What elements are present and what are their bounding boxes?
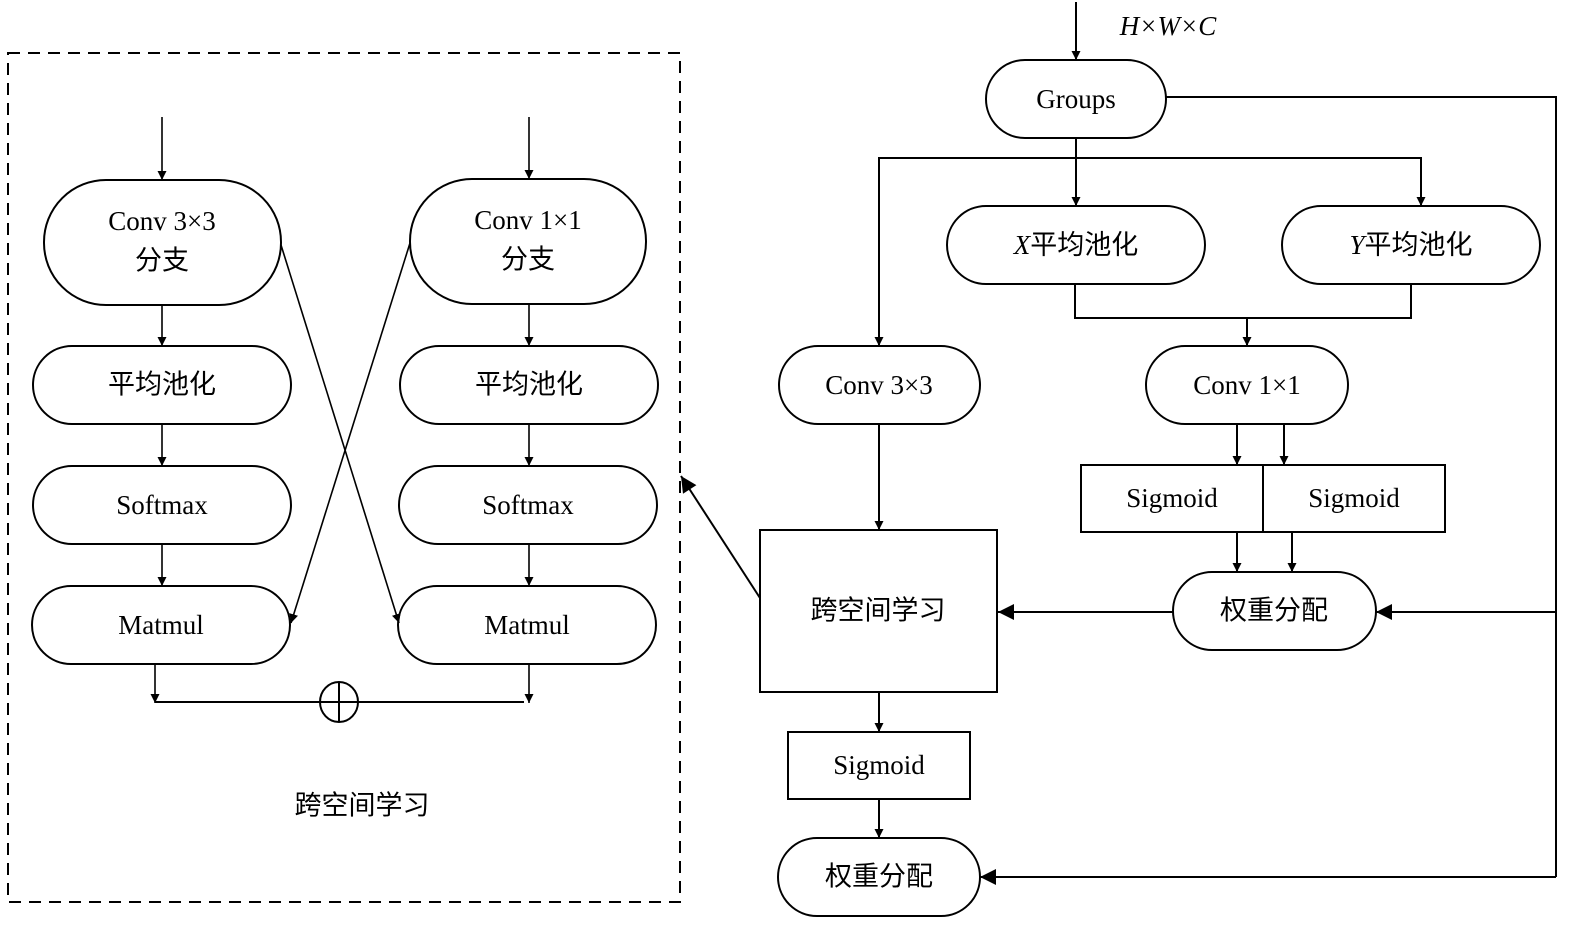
weight-alloc-top-label: 权重分配 <box>1220 596 1328 627</box>
sigmoid-b-node <box>1262 464 1446 533</box>
pool-b-label: 平均池化 <box>475 370 583 401</box>
softmax-b-node <box>398 465 658 545</box>
sigmoid-bottom-node <box>787 731 971 800</box>
y-pool-suffix: 平均池化 <box>1365 230 1473 261</box>
conv3-branch-label: Conv 3×3 <box>108 206 216 236</box>
groups-label: Groups <box>1036 84 1116 114</box>
pool-a-label: 平均池化 <box>108 370 216 401</box>
arrow-detail-to-panel <box>680 475 761 599</box>
sigmoid-a-label: Sigmoid <box>1126 483 1218 513</box>
softmax-b-label: Softmax <box>482 490 574 520</box>
left-panel-title: 跨空间学习 <box>295 791 430 822</box>
conv1-branch-node <box>409 178 647 305</box>
conv1-branch-label: Conv 1×1 <box>474 205 582 235</box>
conv1-label: Conv 1×1 <box>1193 370 1301 400</box>
matmul-b-node <box>397 585 657 665</box>
cross-edge-conv3-to-matmul-b <box>280 244 401 624</box>
y-pool-prefix: Y <box>1349 230 1367 260</box>
cross-space-label: 跨空间学习 <box>811 596 946 627</box>
x-pool-suffix: 平均池化 <box>1030 230 1138 261</box>
y-pool-label: Y平均池化 <box>1349 230 1472 261</box>
conv1-branch-sublabel: 分支 <box>501 245 555 276</box>
x-pool-label: X平均池化 <box>1013 230 1139 261</box>
conv3-branch-sublabel: 分支 <box>135 246 189 277</box>
softmax-a-label: Softmax <box>116 490 208 520</box>
cross-edge-conv1-to-matmul-a <box>289 242 411 624</box>
sigmoid-bottom-label: Sigmoid <box>833 750 925 780</box>
matmul-a-label: Matmul <box>118 610 204 640</box>
conv3-label: Conv 3×3 <box>825 370 933 400</box>
matmul-a-node <box>31 585 291 665</box>
weight-alloc-bottom-label: 权重分配 <box>825 862 933 893</box>
input-shape-label: H×W×C <box>1119 11 1217 41</box>
matmul-b-label: Matmul <box>484 610 570 640</box>
weight-alloc-bottom-node <box>777 837 981 917</box>
pool-merge-line <box>1074 284 1412 319</box>
groups-bypass-rail <box>1166 96 1557 877</box>
sigmoid-a-node <box>1080 464 1264 533</box>
sigmoid-b-label: Sigmoid <box>1308 483 1400 513</box>
conv3-branch-node <box>43 179 282 306</box>
cross-space-node <box>759 529 998 693</box>
x-pool-prefix: X <box>1013 230 1032 260</box>
conv1-node <box>1145 345 1349 425</box>
sum-symbol-icon <box>319 681 359 723</box>
